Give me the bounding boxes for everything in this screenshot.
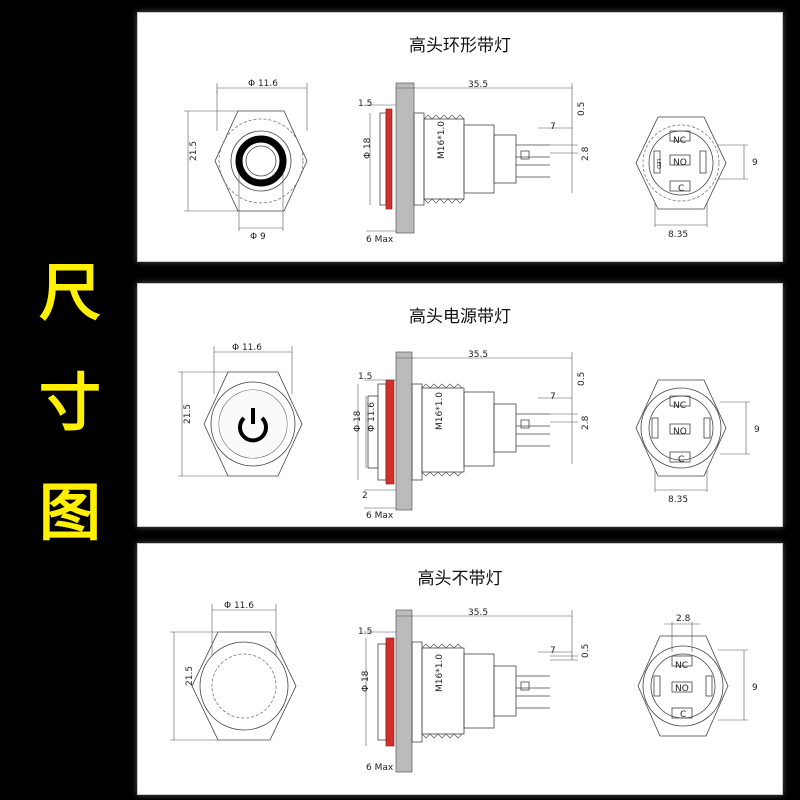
side-head-dim: 1.5 — [358, 627, 372, 637]
side-view: 35.5 1.5 Φ 18 Φ 11.6 M16*1.0 2 6 Max 7 0… — [353, 350, 591, 521]
thread-label: M16*1.0 — [435, 654, 445, 692]
front-left-dim: 21.5 — [185, 666, 195, 686]
back-view: NC NO C 8.35 9 — [635, 379, 760, 505]
pin-length-dim: 7 — [550, 122, 556, 132]
back-view: NC NO C LED 8.35 9 — [635, 116, 758, 240]
side-label-3: 图 — [38, 476, 101, 549]
back-width-dim: 8.35 — [668, 230, 688, 240]
panel-title: 高头电源带灯 — [409, 307, 511, 327]
side-head-dim: 1.5 — [358, 99, 372, 109]
front-left-dim: 21.5 — [183, 404, 193, 424]
back-view: 2.8 NC NO C 9 — [637, 614, 758, 737]
drawing-power-light: Φ 11.6 21.5 — [178, 343, 760, 521]
side-view: 35.5 1.5 Φ 18 M16*1.0 6 Max 7 0.5 2.8 — [358, 80, 591, 245]
front-left-dim: 21.5 — [189, 141, 199, 161]
back-no: NO — [673, 427, 687, 437]
front-bottom-dim: Φ 9 — [250, 232, 266, 242]
pin-length-dim: 7 — [550, 646, 556, 656]
pin-width-dim: 2.8 — [581, 415, 591, 430]
pin-gap-dim: 0.5 — [581, 644, 591, 658]
front-view: Φ 11.6 21.5 Φ 9 — [184, 79, 308, 242]
side-head-dim: 1.5 — [358, 372, 372, 382]
panel-power-light: 高头电源带灯 Φ 11.6 21.5 — [137, 283, 783, 527]
panel-ring-light: 高头环形带灯 Φ 11.6 21.5 Φ 9 — [137, 12, 783, 262]
back-c: C — [678, 455, 684, 465]
max-label: 6 Max — [366, 763, 394, 773]
pin-width-dim: 2.8 — [581, 146, 591, 161]
drawing-ring-light: Φ 11.6 21.5 Φ 9 35.5 — [184, 79, 758, 245]
back-height-dim: 9 — [754, 425, 760, 435]
back-c: C — [678, 184, 684, 194]
back-height-dim: 9 — [752, 158, 758, 168]
back-c: C — [680, 710, 686, 720]
side-total-dim: 35.5 — [468, 80, 488, 90]
side-label-1: 尺 — [38, 256, 101, 329]
drawing-no-light: Φ 11.6 21.5 35.5 1.5 Φ 18 — [170, 601, 758, 773]
side-label-2: 寸 — [38, 366, 101, 439]
max-label: 6 Max — [366, 511, 394, 521]
front-view: Φ 11.6 21.5 — [178, 343, 303, 477]
side-dia-dim: Φ 18 — [361, 670, 371, 692]
back-pin-width-dim: 2.8 — [676, 614, 691, 624]
side-dia2-dim: Φ 11.6 — [367, 402, 377, 432]
side-view: 35.5 1.5 Φ 18 M16*1.0 6 Max 7 0.5 — [358, 608, 591, 773]
side-dia-dim: Φ 18 — [363, 137, 373, 159]
thread-label: M16*1.0 — [437, 121, 447, 159]
back-width-dim: 8.35 — [668, 495, 688, 505]
pin-length-dim: 7 — [550, 392, 556, 402]
back-height-dim: 9 — [752, 683, 758, 693]
thread-label: M16*1.0 — [435, 392, 445, 430]
side-dia-dim: Φ 18 — [353, 410, 363, 432]
pin-gap-dim: 0.5 — [577, 372, 587, 386]
back-nc: NC — [675, 661, 688, 671]
back-no: NO — [675, 684, 689, 694]
side-total-dim: 35.5 — [468, 608, 488, 618]
back-nc: NC — [673, 136, 686, 146]
back-led: LED — [655, 159, 661, 169]
front-top-dim: Φ 11.6 — [224, 601, 254, 611]
foot-dim: 2 — [362, 491, 368, 501]
max-label: 6 Max — [366, 235, 394, 245]
back-nc: NC — [673, 401, 686, 411]
panel-title: 高头环形带灯 — [409, 36, 511, 56]
front-view: Φ 11.6 21.5 — [170, 601, 297, 741]
side-total-dim: 35.5 — [468, 350, 488, 360]
back-no: NO — [673, 158, 687, 168]
front-top-dim: Φ 11.6 — [232, 343, 262, 353]
pin-gap-dim: 0.5 — [577, 102, 587, 116]
panel-title: 高头不带灯 — [417, 569, 503, 589]
front-top-dim: Φ 11.6 — [248, 79, 278, 89]
panel-no-light: 高头不带灯 Φ 11.6 21.5 — [137, 543, 783, 795]
